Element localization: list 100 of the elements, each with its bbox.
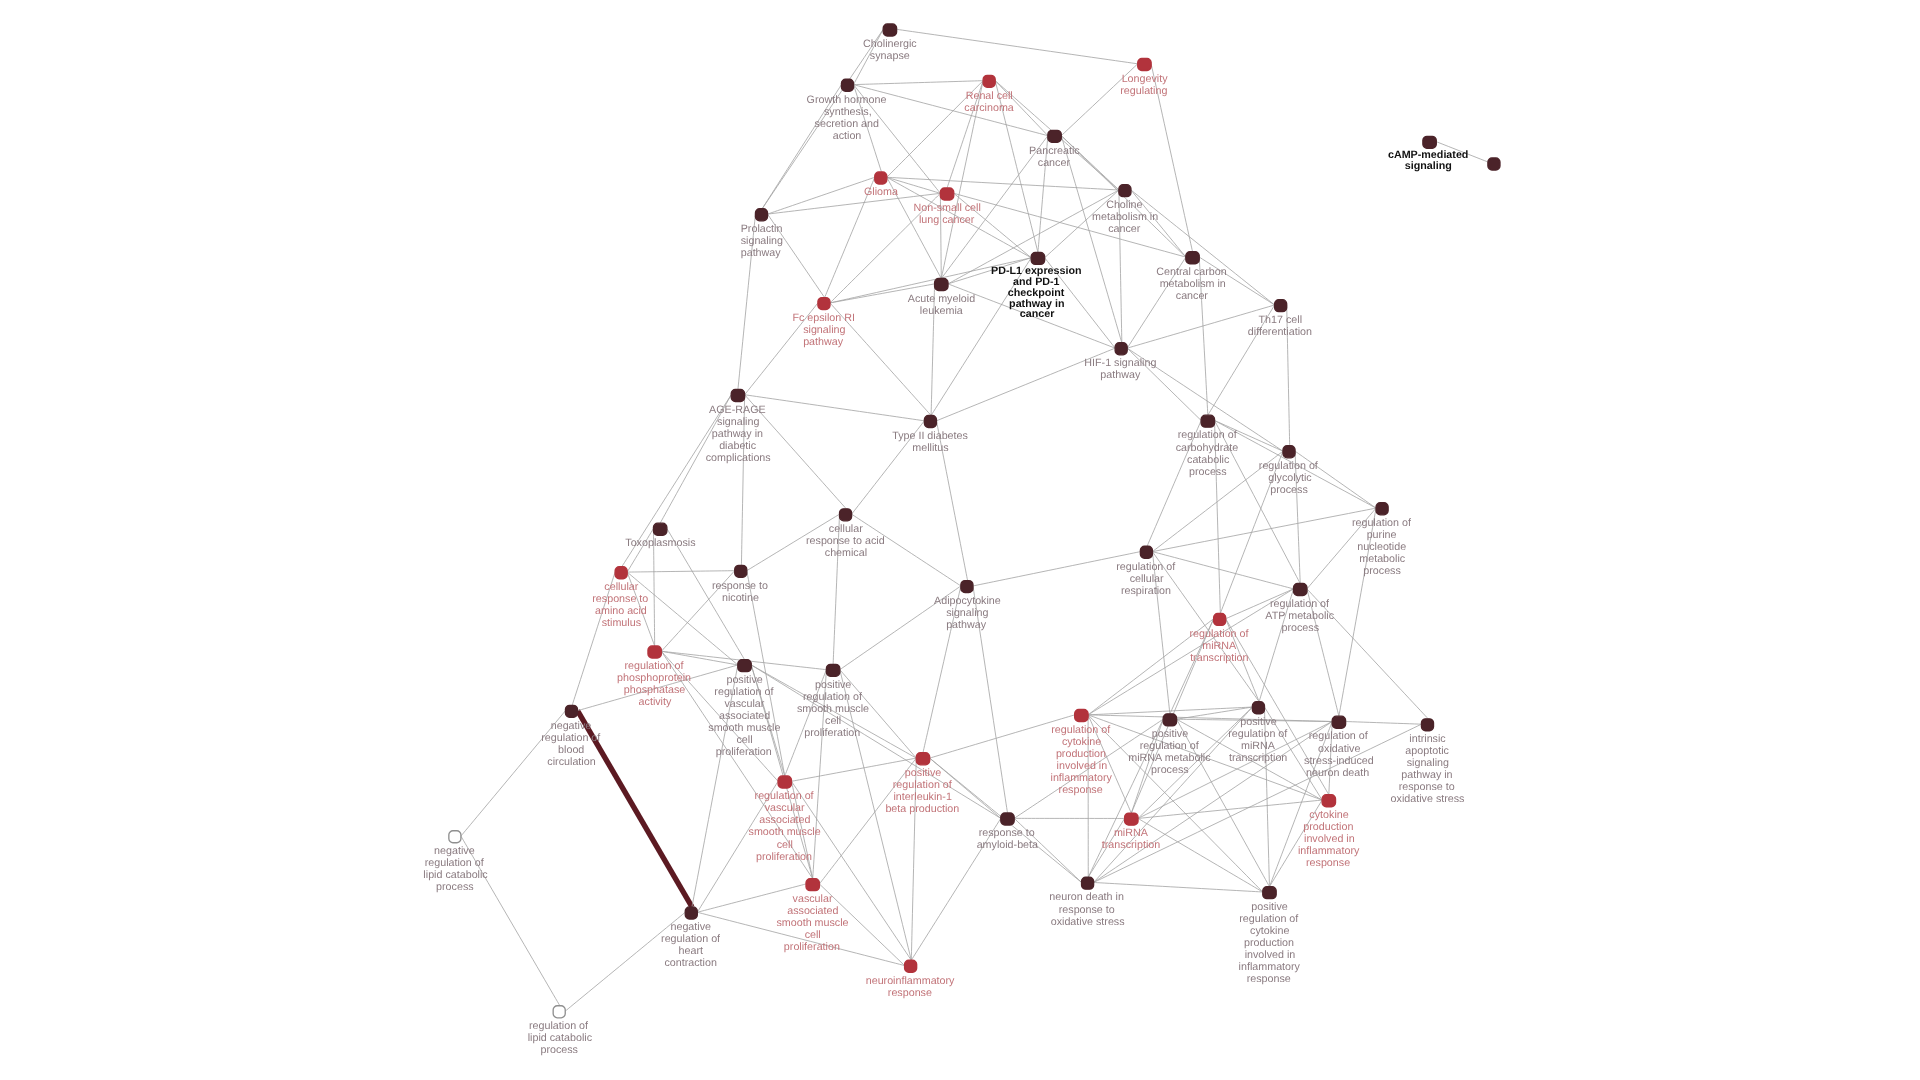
connector: [652, 528, 655, 647]
connector: [1175, 718, 1322, 801]
connector: [743, 302, 818, 396]
connector: [1043, 257, 1115, 349]
connector: [1136, 818, 1263, 893]
connector: [838, 585, 961, 671]
connector: [1092, 721, 1332, 883]
connector: [1151, 551, 1259, 703]
connector: [852, 84, 940, 194]
connector: [993, 80, 1119, 191]
connector: [993, 80, 1048, 137]
connector: [935, 347, 1115, 422]
connector: [885, 176, 1119, 191]
connector: [935, 420, 967, 581]
connector: [852, 84, 881, 173]
connector: [1086, 714, 1088, 878]
connector: [660, 650, 813, 879]
connector: [885, 176, 1031, 259]
connector: [749, 664, 813, 879]
connector: [928, 757, 1081, 883]
connector: [1197, 256, 1274, 306]
connector: [1263, 706, 1269, 888]
connector: [928, 714, 1075, 759]
connector: [1263, 706, 1322, 801]
connector: [938, 192, 941, 279]
connector: [760, 84, 841, 210]
connector: [1213, 420, 1220, 614]
connector: [885, 80, 983, 178]
connector: [823, 176, 875, 298]
connector: [811, 669, 826, 879]
connector: [1218, 450, 1283, 614]
connector: [1293, 450, 1376, 509]
connector: [1224, 618, 1259, 703]
connector: [563, 911, 685, 1012]
connector: [620, 394, 731, 568]
connector: [852, 84, 1048, 137]
connector: [1151, 507, 1376, 553]
connector: [1213, 420, 1283, 452]
connector: [1206, 304, 1274, 416]
connector: [658, 394, 731, 524]
connector: [1125, 304, 1274, 349]
connector: [576, 664, 738, 712]
connector: [828, 302, 931, 416]
connector: [852, 28, 883, 86]
connector: [921, 585, 961, 754]
connector: [850, 420, 924, 515]
connector: [1129, 718, 1163, 814]
connector: [1059, 135, 1186, 258]
connector: [1043, 189, 1119, 259]
connector: [895, 28, 1138, 65]
connector: [1145, 420, 1201, 547]
connector: [1337, 507, 1376, 717]
connector: [695, 883, 806, 913]
connector: [790, 780, 911, 961]
connector: [1293, 450, 1300, 584]
connector: [1305, 588, 1339, 717]
connector: [1224, 618, 1329, 796]
connector: [766, 192, 940, 215]
connector: [818, 883, 904, 966]
connector: [1012, 718, 1163, 819]
connector: [1344, 721, 1421, 725]
connector: [1125, 347, 1201, 421]
connector: [1327, 721, 1332, 796]
connector: [946, 189, 1119, 285]
connector: [749, 664, 785, 777]
connector: [660, 570, 735, 652]
connector: [1086, 618, 1214, 716]
connector: [1151, 450, 1283, 553]
connector: [1213, 420, 1376, 509]
connector: [1168, 618, 1214, 715]
connector: [1092, 882, 1263, 893]
connector: [1059, 135, 1122, 344]
connector: [625, 571, 655, 647]
connector: [1086, 714, 1332, 722]
connector: [1151, 551, 1170, 715]
connector: [1434, 141, 1487, 163]
connector: [625, 570, 735, 573]
connector: [1036, 135, 1048, 253]
connector: [625, 528, 653, 573]
connector: [1213, 420, 1300, 584]
connector: [885, 176, 940, 194]
connector: [945, 80, 983, 189]
connector: [459, 710, 565, 837]
connector: [736, 213, 755, 390]
connector: [783, 669, 826, 777]
connector: [745, 513, 839, 572]
connector: [852, 80, 983, 86]
connector: [838, 669, 916, 759]
connector: [459, 835, 560, 1007]
connector: [952, 192, 1031, 259]
connector: [760, 28, 883, 210]
connector: [828, 192, 940, 304]
connector: [1175, 718, 1269, 888]
connector: [740, 394, 744, 566]
connector: [660, 650, 738, 666]
connector: [574, 709, 694, 909]
connector: [766, 176, 875, 215]
connector: [1224, 588, 1293, 620]
connector: [1305, 507, 1376, 590]
connector: [570, 571, 615, 706]
